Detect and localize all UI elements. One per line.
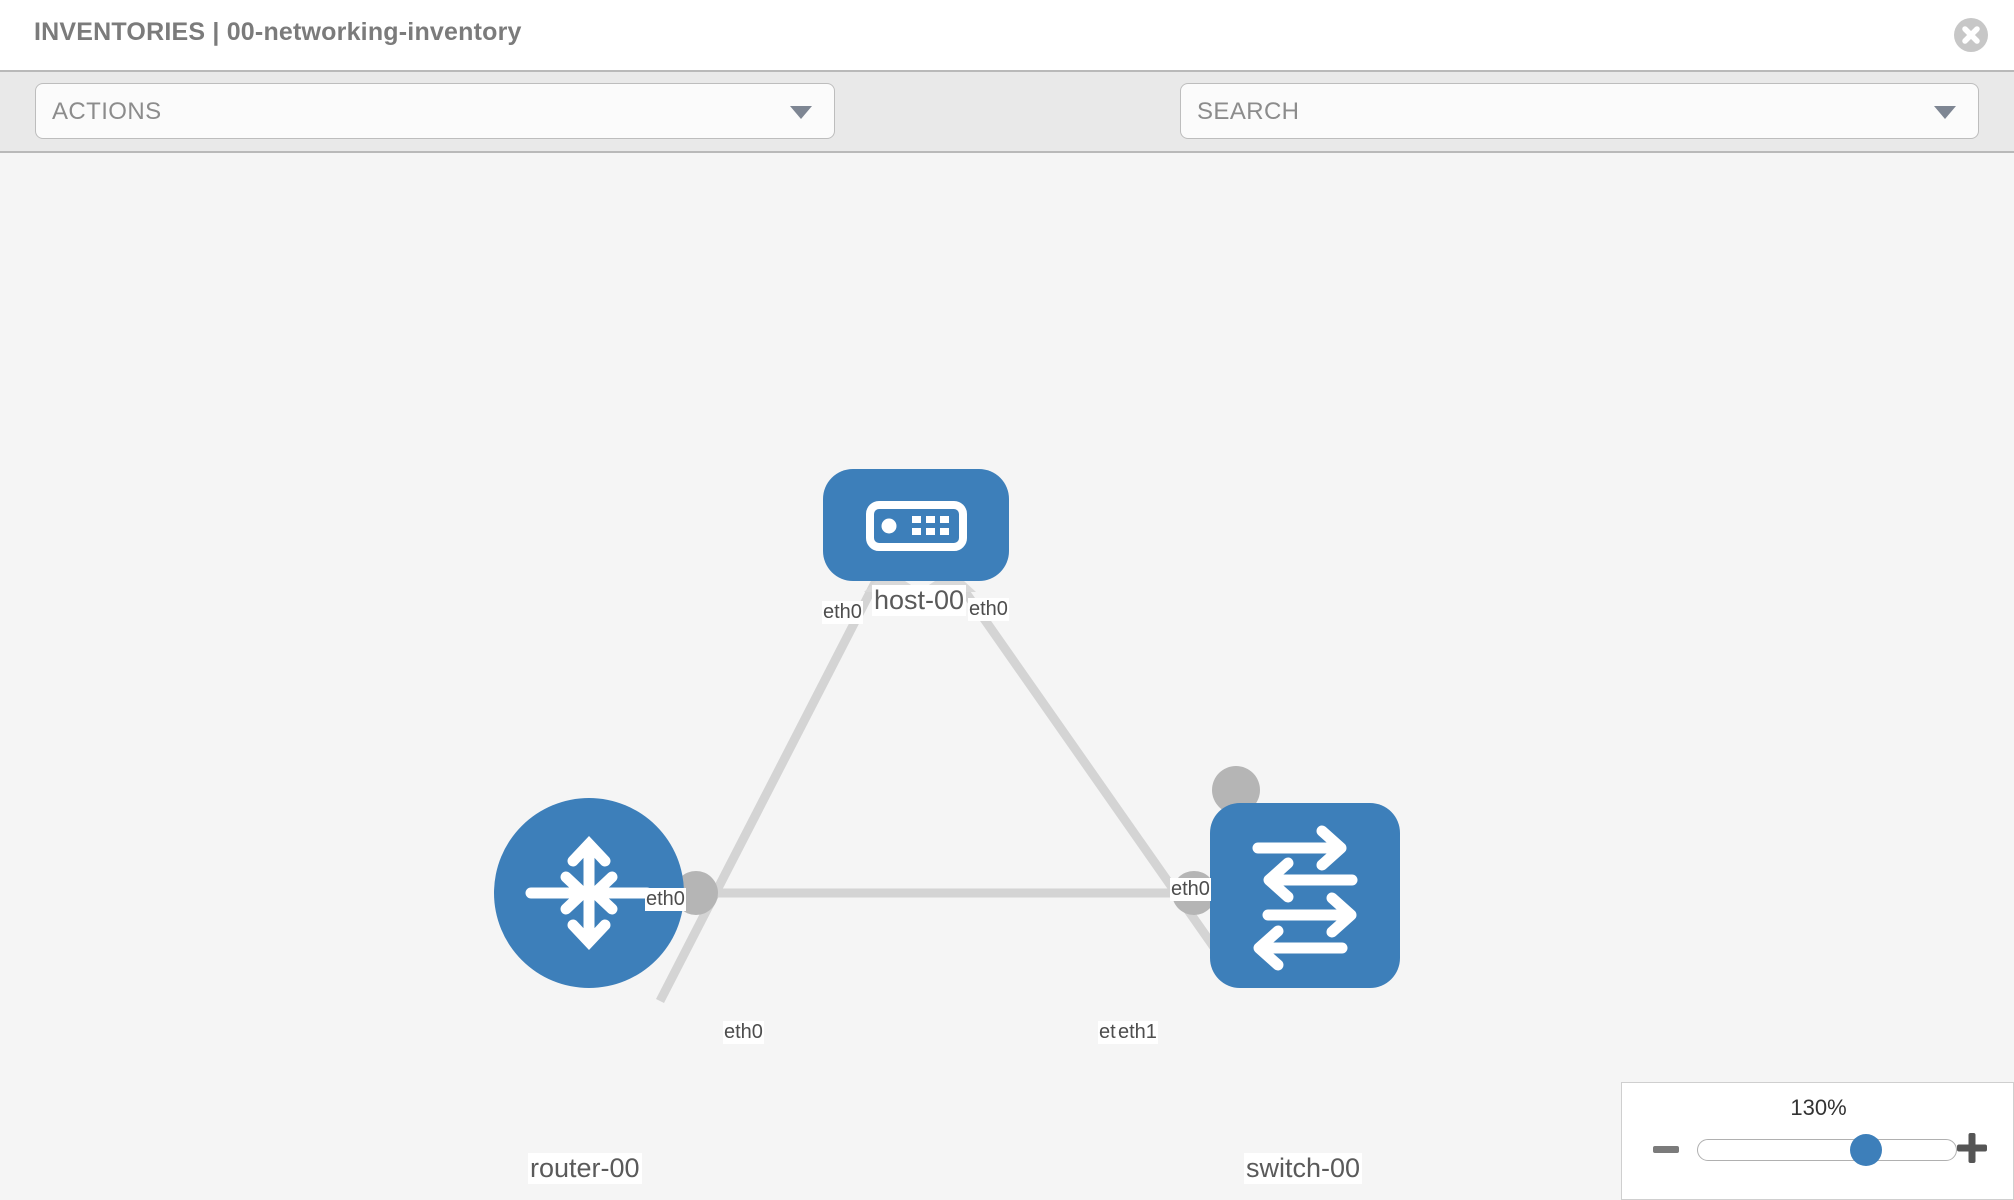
iface-label-host-left: eth0 [822, 601, 863, 624]
zoom-in-button[interactable] [1955, 1131, 1989, 1165]
zoom-slider-handle[interactable] [1849, 1134, 1882, 1166]
node-switch-00[interactable] [1210, 803, 1400, 988]
chevron-down-icon[interactable] [1934, 106, 1956, 119]
node-label-host-00: host-00 [872, 585, 967, 616]
server-icon [866, 501, 967, 551]
plus-icon [1957, 1133, 1987, 1163]
topology-canvas[interactable]: host-00 router-00 switch-00 eth0 eth0 et… [0, 153, 2014, 1200]
router-arrows-icon [525, 835, 653, 951]
page-title: INVENTORIES | 00-networking-inventory [34, 18, 522, 46]
search-input[interactable]: SEARCH [1180, 83, 1979, 139]
switch-node-shape[interactable] [1210, 803, 1400, 988]
zoom-percent-label: 130% [1790, 1095, 1847, 1120]
iface-label-router-north: eth0 [645, 888, 686, 911]
host-node-shape[interactable] [823, 469, 1009, 581]
actions-dropdown[interactable]: ACTIONS [35, 83, 835, 139]
zoom-out-button[interactable] [1651, 1135, 1681, 1165]
iface-label-host-right: eth0 [968, 598, 1009, 621]
search-input-placeholder: SEARCH [1197, 98, 1300, 125]
actions-dropdown-label: ACTIONS [52, 98, 162, 125]
link-host-router[interactable] [655, 570, 885, 1004]
node-label-switch-00: switch-00 [1244, 1153, 1363, 1184]
iface-label-router-east: eth0 [723, 1021, 764, 1044]
zoom-control: 130% [1621, 1082, 2014, 1200]
close-circle-icon [1962, 26, 1980, 44]
node-router-00[interactable] [494, 798, 684, 988]
iface-label-switch-west-b: eth1 [1117, 1021, 1158, 1044]
switch-arrows-icon [1252, 825, 1358, 971]
topology-graph [494, 469, 1400, 1004]
zoom-slider[interactable] [1697, 1134, 1957, 1166]
iface-label-switch-north: eth0 [1170, 878, 1211, 901]
chevron-down-icon [790, 106, 812, 119]
connector-nub-switch-north[interactable] [1212, 766, 1260, 814]
node-host-00[interactable] [823, 469, 1009, 592]
minus-icon [1653, 1146, 1679, 1153]
node-label-router-00: router-00 [528, 1153, 642, 1184]
page-header: INVENTORIES | 00-networking-inventory [0, 0, 2014, 70]
close-button[interactable] [1954, 18, 1988, 52]
toolbar: ACTIONS SEARCH [0, 70, 2014, 200]
